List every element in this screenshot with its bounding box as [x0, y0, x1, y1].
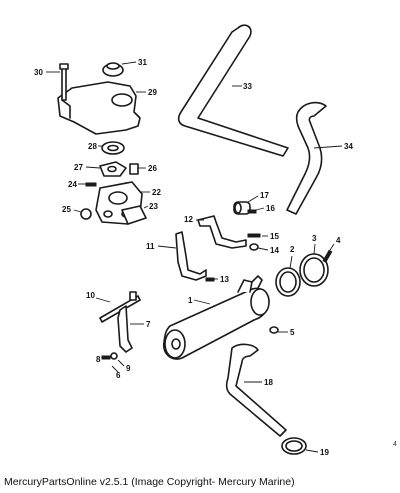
callout-26: 26	[148, 164, 157, 173]
fitting-26	[129, 163, 146, 175]
callout-23: 23	[149, 202, 158, 211]
screw-16	[247, 207, 265, 214]
callout-27: 27	[74, 163, 83, 172]
callout-3: 3	[312, 234, 317, 243]
callout-24: 24	[68, 180, 77, 189]
gasket-27	[85, 161, 127, 177]
copyright-caption: MercuryPartsOnline v2.5.1 (Image Copyrig…	[4, 476, 295, 488]
bracket-12	[196, 215, 247, 249]
callout-5: 5	[290, 328, 295, 337]
callout-9: 9	[126, 364, 131, 373]
callout-15: 15	[270, 232, 279, 241]
gasket-23	[121, 205, 149, 225]
cooler-body-1	[162, 275, 270, 360]
callout-13: 13	[220, 275, 229, 284]
callout-19: 19	[320, 448, 329, 457]
callout-34: 34	[344, 142, 353, 151]
corner-mark: 4	[393, 441, 397, 448]
callout-30: 30	[34, 68, 43, 77]
fitting-25	[73, 208, 92, 220]
callout-25: 25	[62, 205, 71, 214]
coupling-17	[233, 195, 259, 215]
screw-24	[78, 182, 97, 187]
gasket-28	[98, 141, 125, 155]
callout-1: 1	[188, 296, 193, 305]
thermostat-body-22	[95, 181, 150, 225]
parts-diagram: 33 34 30 31 29 28 27 26 24 22 23 25 17 1…	[34, 24, 353, 457]
callout-7: 7	[146, 320, 151, 329]
callout-17: 17	[260, 191, 269, 200]
hose-33	[177, 24, 289, 157]
callout-4: 4	[336, 236, 341, 245]
hose-clamp-19	[281, 437, 319, 455]
screw-15	[247, 233, 268, 238]
callout-12: 12	[184, 215, 193, 224]
callout-18: 18	[264, 378, 273, 387]
gasket-2	[275, 255, 301, 297]
screw-4	[322, 243, 335, 263]
screw-8	[101, 355, 119, 373]
callout-29: 29	[148, 88, 157, 97]
callout-22: 22	[152, 188, 161, 197]
callout-31: 31	[138, 58, 147, 67]
bolt-30	[46, 63, 69, 101]
callout-16: 16	[266, 204, 275, 213]
bolt-10	[95, 291, 141, 323]
screw-9	[110, 352, 125, 367]
callout-11: 11	[146, 242, 155, 251]
callout-6: 6	[116, 371, 121, 380]
callout-10: 10	[86, 291, 95, 300]
nut-14	[249, 243, 269, 251]
callout-14: 14	[270, 246, 279, 255]
callout-8: 8	[96, 355, 101, 364]
callout-33: 33	[243, 82, 252, 91]
hose-18	[225, 343, 287, 437]
bracket-7	[117, 305, 144, 353]
bracket-11	[157, 231, 207, 281]
callout-28: 28	[88, 142, 97, 151]
cap-31	[102, 61, 137, 77]
end-cap-3	[299, 243, 329, 287]
thermostat-housing-29	[57, 81, 146, 135]
screw-13	[205, 277, 218, 282]
plug-5	[269, 326, 288, 334]
hose-34	[286, 101, 343, 215]
callout-2: 2	[290, 245, 295, 254]
